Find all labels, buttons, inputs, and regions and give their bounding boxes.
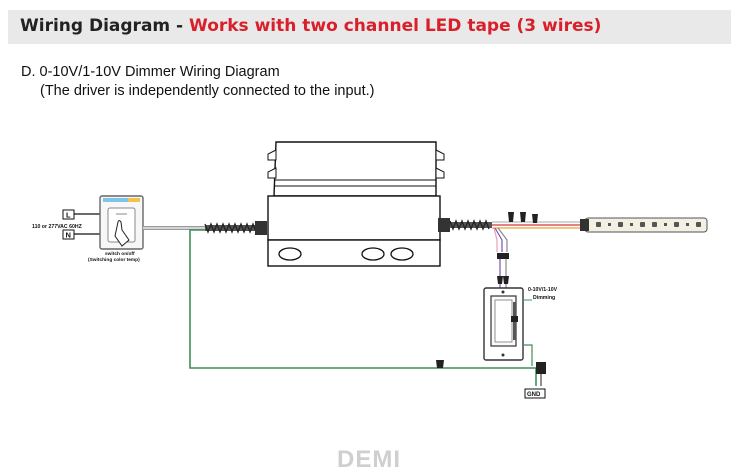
led-chip bbox=[630, 223, 633, 226]
knockout-1 bbox=[278, 247, 302, 261]
dimmer-slider-knob bbox=[511, 316, 518, 322]
knockout-3 bbox=[390, 247, 414, 261]
switch-label-2: (Switching color temp) bbox=[88, 257, 140, 263]
header-title-highlight: Works with two channel LED tape (3 wires… bbox=[189, 16, 602, 36]
driver-output-cable bbox=[438, 218, 492, 232]
input-terminals: L N 110 or 277VAC 60HZ bbox=[32, 209, 100, 240]
switch-label-1: switch on/off bbox=[105, 251, 135, 257]
dim-wire-gray bbox=[497, 227, 508, 252]
driver-tab-left-2 bbox=[267, 167, 277, 179]
led-tape-connector bbox=[580, 219, 589, 231]
switch-indicator-top bbox=[103, 198, 140, 202]
driver-top bbox=[273, 141, 437, 197]
header-bar: Wiring Diagram - Works with two channel … bbox=[8, 10, 731, 44]
driver-tab-right-2 bbox=[435, 167, 445, 179]
led-chip bbox=[696, 222, 701, 227]
dim-wire-pink bbox=[493, 227, 498, 252]
ground-label: GND bbox=[527, 392, 541, 398]
dimmer-label-2: Dimming bbox=[533, 295, 555, 301]
led-chip bbox=[596, 222, 601, 227]
dim-connector bbox=[497, 253, 509, 259]
ground-terminal-box bbox=[524, 388, 546, 399]
wire-nut-1 bbox=[508, 212, 514, 222]
dimmer: 0-10V/1-10V Dimming bbox=[483, 287, 558, 366]
led-chip bbox=[674, 222, 679, 227]
dimmer-ground-lead bbox=[522, 344, 533, 366]
hand-icon bbox=[114, 220, 130, 247]
wire-nut-3 bbox=[532, 214, 538, 223]
led-chip bbox=[686, 223, 689, 226]
section-note: (The driver is independently connected t… bbox=[40, 83, 375, 99]
input-voltage-label: 110 or 277VAC 60HZ bbox=[32, 224, 83, 230]
header-title: Wiring Diagram - Works with two channel … bbox=[20, 16, 601, 36]
led-chips bbox=[596, 222, 701, 227]
led-chip bbox=[664, 223, 667, 226]
dimmer-label-1: 0-10V/1-10V bbox=[528, 287, 558, 293]
dimmer-screw-top bbox=[501, 290, 505, 294]
knockout-2 bbox=[361, 247, 385, 261]
output-coil bbox=[449, 219, 490, 231]
led-driver bbox=[267, 141, 445, 267]
input-gland bbox=[255, 221, 267, 235]
output-wires bbox=[492, 212, 585, 290]
switch-indicator-accent bbox=[128, 198, 140, 202]
led-chip bbox=[608, 223, 611, 226]
dim-nut-2 bbox=[503, 276, 509, 284]
led-chip bbox=[640, 222, 645, 227]
section-title: D. 0-10V/1-10V Dimmer Wiring Diagram bbox=[21, 64, 280, 80]
ground-wire-nut bbox=[436, 360, 444, 368]
driver-tab-left-1 bbox=[267, 149, 277, 161]
dimmer-screw-bottom bbox=[501, 353, 505, 357]
header-title-prefix: Wiring Diagram bbox=[20, 16, 171, 36]
led-tape bbox=[580, 217, 708, 233]
dim-nut-1 bbox=[497, 276, 503, 284]
watermark-logo: DEMI bbox=[337, 446, 401, 473]
terminal-l-label: L bbox=[66, 211, 71, 220]
ground-junction bbox=[536, 362, 546, 374]
terminal-n-label: N bbox=[66, 231, 71, 240]
wall-switch: switch on/off (Switching color temp) bbox=[88, 195, 144, 263]
driver-body bbox=[267, 195, 441, 241]
header-title-separator: - bbox=[170, 16, 190, 36]
input-coil bbox=[204, 222, 260, 234]
led-chip bbox=[652, 222, 657, 227]
led-chip bbox=[618, 222, 623, 227]
dim-wire-purple bbox=[494, 227, 503, 252]
driver-tab-right-1 bbox=[435, 149, 445, 161]
wire-nut-2 bbox=[520, 212, 526, 222]
driver-input-cable bbox=[204, 221, 267, 235]
dimmer-paddle-inner bbox=[494, 299, 513, 343]
output-gland bbox=[438, 218, 450, 232]
